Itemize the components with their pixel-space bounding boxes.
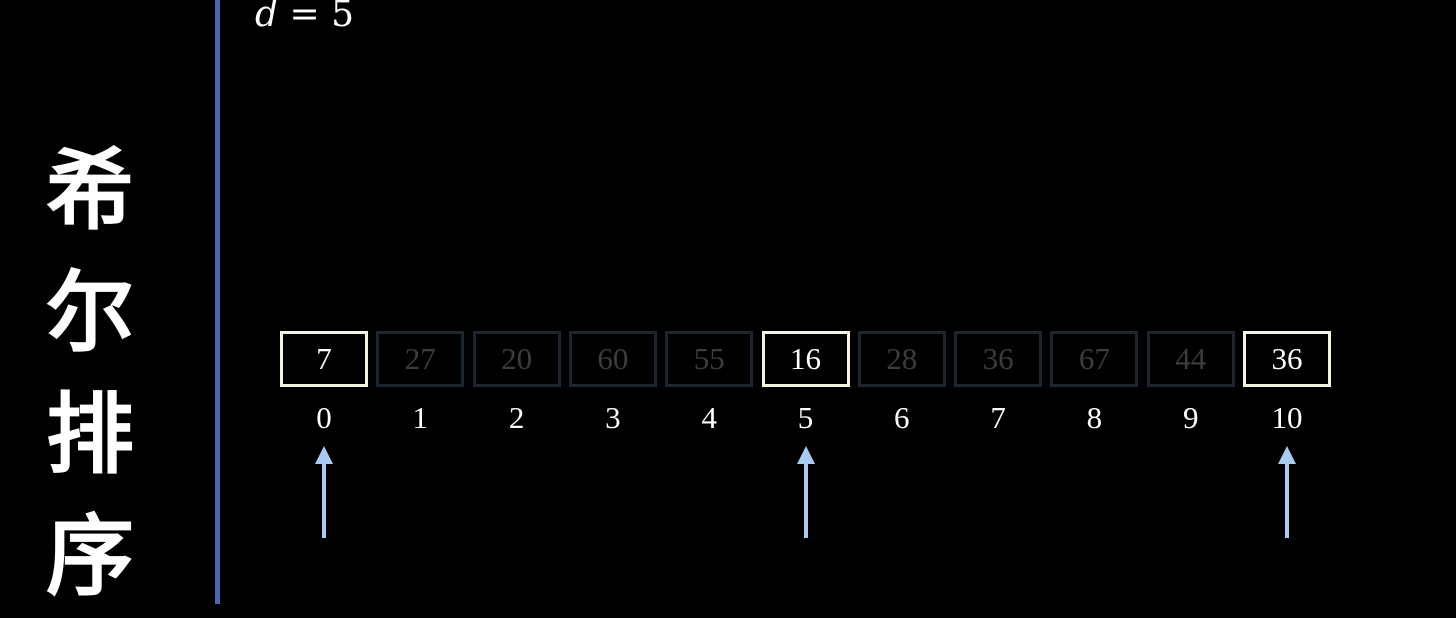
array-cell: 36 xyxy=(954,331,1043,387)
array-index: 2 xyxy=(508,400,525,435)
array-index: 4 xyxy=(701,400,717,435)
array-index: 1 xyxy=(412,400,429,435)
array-cell: 16 xyxy=(761,331,850,387)
gap-equals: = xyxy=(289,0,320,35)
array-index: 3 xyxy=(605,400,621,435)
title-char: 序 xyxy=(45,505,134,608)
array-index: 9 xyxy=(1182,400,1199,435)
array-cell: 28 xyxy=(857,331,946,387)
title-char: 尔 xyxy=(45,261,134,364)
gap-formula: d = 5 xyxy=(255,0,354,35)
up-arrow-icon xyxy=(796,446,815,538)
array-index: 6 xyxy=(894,400,910,435)
divider xyxy=(215,0,220,604)
array-index: 10 xyxy=(1271,400,1303,435)
array-index: 7 xyxy=(990,400,1006,435)
array-cell: 67 xyxy=(1050,331,1139,387)
array-cell: 55 xyxy=(665,331,754,387)
up-arrow-icon xyxy=(1278,446,1296,538)
array-cell: 27 xyxy=(376,331,465,387)
array-cell: 60 xyxy=(568,331,657,387)
array-cell: 36 xyxy=(1243,331,1331,387)
array-cell: 20 xyxy=(472,331,561,387)
gap-variable: d xyxy=(255,0,279,35)
array-index: 8 xyxy=(1086,400,1103,435)
array-index: 5 xyxy=(797,400,814,435)
array-index: 0 xyxy=(316,400,332,435)
up-arrow-icon xyxy=(315,446,333,538)
title-char: 排 xyxy=(45,383,134,486)
page-title: 希 尔 排 序 xyxy=(38,130,142,618)
array-cell: 44 xyxy=(1146,331,1235,387)
gap-value: 5 xyxy=(331,0,355,35)
title-char: 希 xyxy=(45,139,134,242)
array-cell: 7 xyxy=(280,331,368,387)
